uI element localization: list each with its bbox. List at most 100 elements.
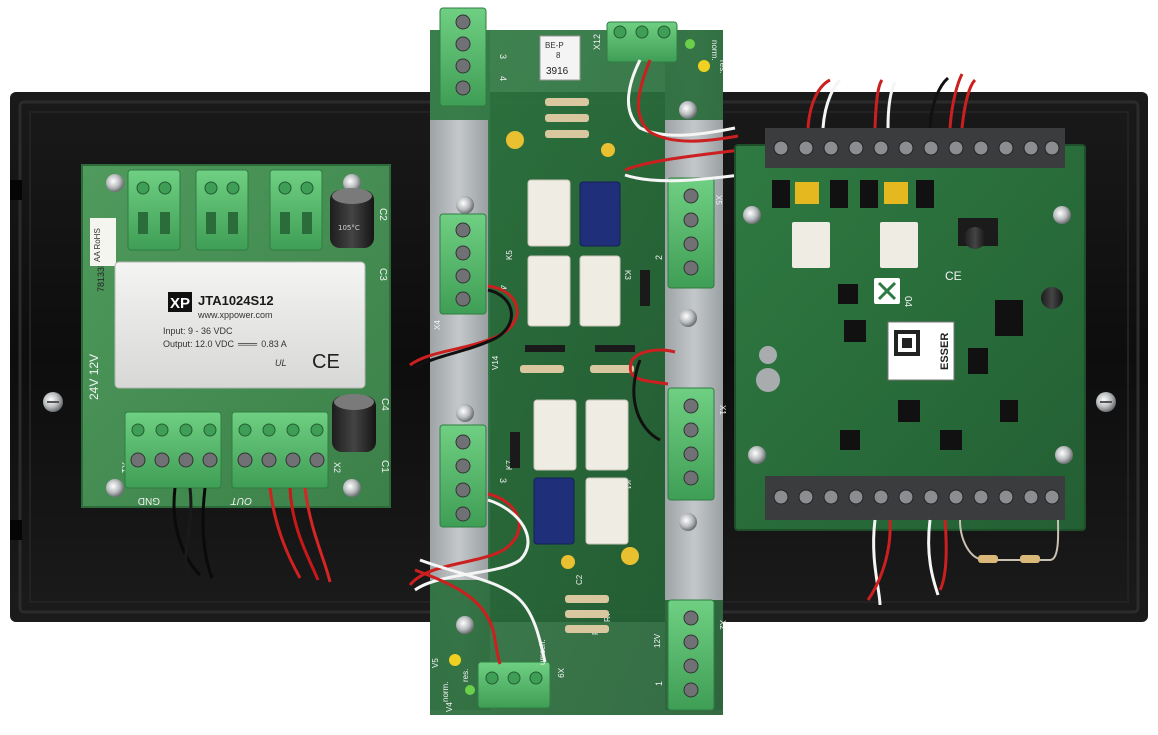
terminal-block: [269, 169, 323, 251]
terminal-block: [195, 169, 249, 251]
screw-icon: [456, 616, 474, 634]
resistor-icon: [520, 98, 634, 633]
ce-mark: CE: [312, 351, 340, 373]
relay-label: K3: [623, 270, 632, 280]
pin-label: 4: [498, 285, 508, 290]
label-12v: 12V: [653, 633, 662, 648]
screw-icon: [743, 206, 761, 224]
led-icon: [685, 39, 695, 49]
pin-label: 4: [498, 76, 508, 81]
terminal-block: [477, 661, 551, 709]
screw-icon: [343, 174, 361, 192]
capacitor-label: C2: [575, 574, 584, 585]
board-number: 04: [902, 296, 913, 308]
jumper-icon: [795, 182, 819, 204]
esser-interface-board: ESSER 04 CE: [734, 73, 1086, 606]
screw-icon: [679, 101, 697, 119]
led-icon: [449, 654, 461, 666]
pcb-label: C2: [377, 208, 388, 221]
connector-label: X5: [714, 195, 723, 205]
wire-bundle: [172, 487, 332, 583]
screw-icon: [456, 196, 474, 214]
screw-icon: [679, 513, 697, 531]
terminal-block: [127, 169, 181, 251]
pcb-label: X2: [332, 462, 342, 473]
board-code: 3916: [546, 66, 569, 77]
label-res: res.: [718, 60, 727, 73]
capacitor-icon: [601, 143, 615, 157]
pcb-label: C3: [377, 268, 388, 281]
brand-logo: XP: [170, 295, 190, 312]
pcb-label: 78133E: [96, 261, 106, 292]
label-out: OUT: [230, 495, 252, 506]
terminal-block: [667, 599, 715, 711]
resistor-icon: [978, 555, 998, 563]
label-24v-12v: 24V 12V: [87, 354, 101, 400]
capacitor-icon: [756, 227, 1063, 392]
ul-mark: UL: [275, 358, 287, 368]
relay-icon: [527, 179, 629, 545]
connector-label: X12: [592, 34, 602, 50]
capacitor-icon: [332, 394, 376, 452]
relay-label: K7: [505, 460, 514, 470]
connector-label: X4: [433, 320, 442, 330]
model-number: JTA1024S12: [198, 293, 274, 308]
pcb-label: AA RoHS: [93, 228, 102, 262]
terminal-screws-bottom: [773, 489, 1060, 505]
connector-label: X1: [718, 405, 727, 415]
output-rating: Output: 12.0 VDC═══0.83 A: [163, 339, 287, 349]
capacitor-icon: [506, 131, 524, 149]
capacitor-icon: [561, 555, 575, 569]
pcb-label: C1: [379, 460, 390, 473]
screw-icon: [679, 309, 697, 327]
ce-mark: CE: [945, 269, 962, 283]
screw-icon: [106, 479, 124, 497]
led-label: V4: [445, 702, 454, 712]
terminal-block: [439, 7, 487, 107]
pin-label: 2: [654, 255, 664, 260]
led-icon: [698, 60, 710, 72]
jumper-icon: [884, 182, 908, 204]
relay-icon: [880, 222, 918, 268]
capacitor-icon: 105°C: [330, 188, 374, 248]
screw-icon: [1055, 446, 1073, 464]
board-tag: 8: [556, 51, 561, 60]
terminal-block: [439, 424, 487, 528]
connector-label: X2: [718, 620, 727, 630]
terminal-block: [124, 411, 329, 489]
screw-icon: [748, 446, 766, 464]
wire-bundle: [408, 59, 741, 665]
led-label: V14: [491, 355, 500, 370]
pcb-label: C4: [379, 398, 390, 411]
svg-text:105°C: 105°C: [338, 224, 360, 232]
relay-label: K5: [505, 250, 514, 260]
terminal-screws-top: [773, 140, 1060, 156]
resistor-icon: [1020, 555, 1040, 563]
label-res: res.: [461, 669, 470, 682]
pin-label: 3: [498, 478, 508, 483]
terminal-block: [606, 21, 678, 63]
screw-icon: [456, 404, 474, 422]
pin-label: 1: [654, 681, 664, 686]
website-text: www.xppower.com: [197, 310, 273, 320]
relay-icon: [792, 222, 830, 268]
label-gnd: GND: [138, 495, 160, 506]
dc-converter-module: XP JTA1024S12 www.xppower.com Input: 9 -…: [114, 261, 366, 389]
screw-icon: [343, 479, 361, 497]
wire-bundle: [806, 73, 977, 129]
capacitor-icon: [621, 547, 639, 565]
diode-icon: [510, 270, 650, 468]
screw-icon: [106, 174, 124, 192]
pin-label: 3: [498, 54, 508, 59]
label-norm: norm.: [441, 682, 450, 702]
relay-board: BE-P 8 3916 X12 norm. res.: [408, 7, 741, 715]
screw-icon: [1053, 206, 1071, 224]
input-rating: Input: 9 - 36 VDC: [163, 326, 233, 336]
led-label: V5: [431, 658, 440, 668]
esser-brand: ESSER: [939, 333, 951, 370]
terminal-block: [667, 387, 715, 501]
terminal-block: [667, 177, 715, 289]
board-tag: BE-P: [545, 41, 564, 50]
label-norm: norm.: [710, 40, 719, 60]
